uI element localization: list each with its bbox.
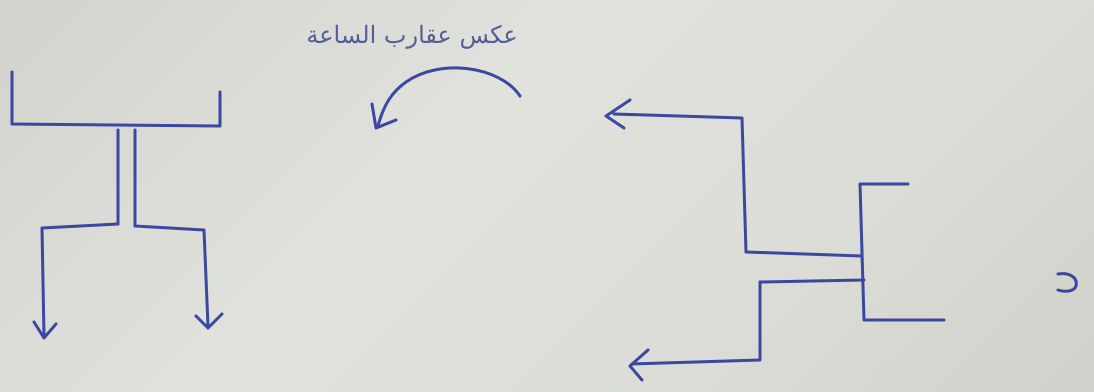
rotation-arrow-head: [370, 102, 398, 130]
left-branch-left-arrowhead: [32, 320, 58, 340]
rotation-arrow: [370, 66, 522, 130]
left-branch-right: [133, 224, 210, 328]
right-stem-line-b: [758, 278, 866, 284]
right-branch-upper: [612, 112, 748, 254]
right-tree-structure: [604, 98, 946, 382]
right-branch-upper-arrowhead: [604, 98, 632, 130]
right-branch-lower-arrowhead: [628, 348, 650, 382]
rotation-arrow-curve: [376, 66, 522, 128]
left-branch-left: [40, 222, 120, 338]
stray-mark: [1056, 272, 1078, 293]
right-branch-lower: [630, 280, 762, 366]
left-branch-right-arrowhead: [194, 312, 224, 330]
left-top-bracket: [10, 70, 222, 128]
right-bracket: [858, 182, 946, 322]
right-stem-line-a: [744, 250, 864, 258]
left-tree-structure: [10, 70, 224, 340]
rotation-caption: عكس عقارب الساعة: [306, 21, 518, 49]
